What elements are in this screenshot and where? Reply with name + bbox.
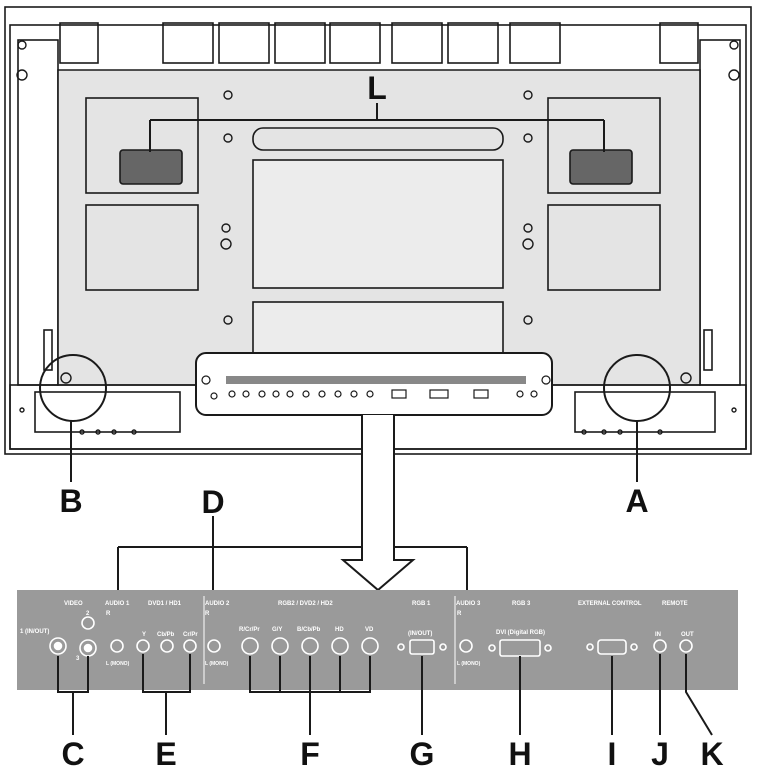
label-r-a3: R <box>457 611 462 617</box>
bottom-callout-lines <box>57 654 713 736</box>
jack-remote-in <box>653 639 667 653</box>
jack-video-2 <box>81 616 95 630</box>
jack-r-cr-pr <box>241 637 259 655</box>
label-rgb3: RGB 3 <box>512 601 531 607</box>
label-l-a1: L (MONO) <box>106 661 130 667</box>
callout-f: F <box>300 736 320 772</box>
label-dvd1: DVD1 / HD1 <box>148 601 182 607</box>
jack-y <box>136 639 150 653</box>
callout-a: A <box>625 483 649 519</box>
label-video: VIDEO <box>64 601 83 607</box>
jack-audio2 <box>207 639 221 653</box>
callout-d: D <box>201 484 225 520</box>
speaker-left <box>119 149 183 185</box>
label-hd: HD <box>335 627 344 633</box>
callout-j: J <box>651 736 669 772</box>
jack-audio1-r <box>110 639 124 653</box>
callout-c: C <box>61 736 85 772</box>
label-vd: VD <box>365 627 374 633</box>
speaker-right <box>569 149 633 185</box>
label-rgb2: RGB2 / DVD2 / HD2 <box>278 601 333 607</box>
label-l-a2: L (MONO) <box>205 661 229 667</box>
label-video-3: 3 <box>76 656 80 662</box>
jack-g-y <box>271 637 289 655</box>
label-cb-pb: Cb/Pb <box>157 632 175 638</box>
label-rgb1: RGB 1 <box>412 601 431 607</box>
label-r-cr-pr: R/Cr/Pr <box>239 627 260 633</box>
jack-audio3 <box>459 639 473 653</box>
connector-panel: VIDEO AUDIO 1 DVD1 / HD1 AUDIO 2 RGB2 / … <box>17 590 738 690</box>
callout-k: K <box>700 736 724 772</box>
label-r-a2: R <box>205 611 210 617</box>
label-audio2: AUDIO 2 <box>205 601 230 607</box>
label-remote-in: IN <box>655 632 661 638</box>
top-vents <box>59 22 699 64</box>
jack-vd <box>361 637 379 655</box>
jack-b-cb-pb <box>301 637 319 655</box>
label-rgb1-in-out: (IN/OUT) <box>408 631 432 637</box>
callout-i: I <box>607 736 617 772</box>
callout-g: G <box>409 736 435 772</box>
callout-circle-b <box>39 354 107 422</box>
label-audio3: AUDIO 3 <box>456 601 481 607</box>
label-video-2: 2 <box>86 611 90 617</box>
jack-remote-out <box>679 639 693 653</box>
jack-cb-pb <box>160 639 174 653</box>
callout-b: B <box>59 483 83 519</box>
label-cr-pr: Cr/Pr <box>183 632 198 638</box>
label-in-out-1: 1 (IN/OUT) <box>20 629 49 635</box>
label-b-cb-pb: B/Cb/Pb <box>297 627 321 633</box>
screw-holes <box>16 40 740 435</box>
label-external-control: EXTERNAL CONTROL <box>578 601 642 607</box>
jack-cr-pr <box>183 639 197 653</box>
label-dvi: DVI (Digital RGB) <box>496 630 545 636</box>
callout-e: E <box>155 736 177 772</box>
label-audio1: AUDIO 1 <box>105 601 130 607</box>
label-y: Y <box>142 632 146 638</box>
label-l-a3: L (MONO) <box>457 661 481 667</box>
connector-jacks <box>49 616 693 657</box>
callout-l: L <box>367 70 387 106</box>
callout-h: H <box>508 736 532 772</box>
mini-terminal-panel <box>195 352 553 416</box>
jack-hd <box>331 637 349 655</box>
jack-dvi <box>499 639 541 657</box>
label-r-a1: R <box>106 611 111 617</box>
label-remote: REMOTE <box>662 601 688 607</box>
jack-rgb1 <box>409 639 435 655</box>
label-g-y: G/Y <box>272 627 282 633</box>
label-remote-out: OUT <box>681 632 694 638</box>
jack-external-control <box>597 639 627 655</box>
callout-line-l <box>149 103 605 152</box>
